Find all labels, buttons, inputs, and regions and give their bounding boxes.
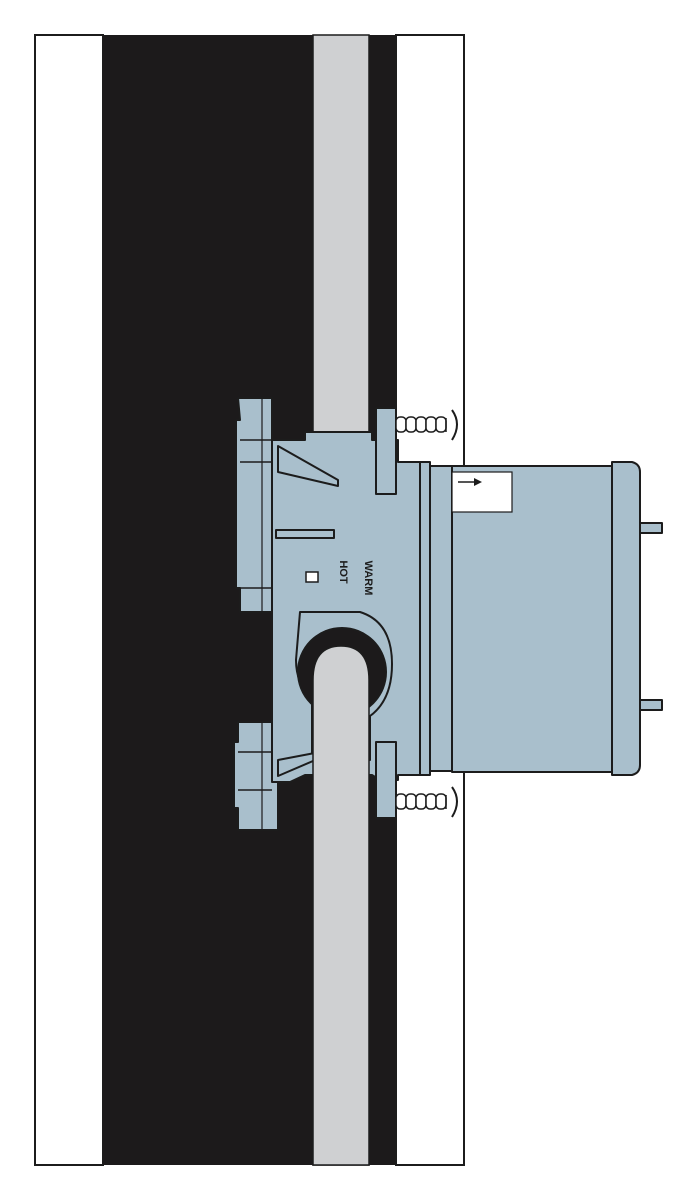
lower-screw-thread-3 — [415, 793, 427, 810]
upper-screw-thread-1 — [395, 416, 407, 433]
upper-screw-thread-5 — [435, 416, 447, 433]
upper-guide — [277, 445, 339, 487]
flow-arrow-head — [474, 478, 482, 486]
supply-pipe-upper — [312, 34, 370, 436]
upper-screw-thread-3 — [415, 416, 427, 433]
upper-screw-thread-4 — [425, 416, 437, 433]
flange-plate-2 — [429, 465, 453, 772]
upper-screw-head — [451, 409, 458, 441]
lower-clamp — [375, 741, 397, 819]
lower-screw-head — [451, 786, 458, 818]
indicator-window — [305, 571, 319, 583]
lower-screw — [395, 786, 458, 818]
upper-screw-thread-2 — [405, 416, 417, 433]
upper-clamp — [375, 407, 397, 495]
flow-direction-label — [451, 471, 513, 513]
connection-pin-lower — [639, 699, 663, 711]
lower-screw-thread-1 — [395, 793, 407, 810]
mounting-bracket-left — [235, 397, 279, 613]
adjustment-slot — [275, 529, 335, 539]
lower-screw-thread-2 — [405, 793, 417, 810]
connection-pin-upper — [639, 522, 663, 534]
lower-screw-thread-4 — [425, 793, 437, 810]
outlet-pipe — [312, 645, 370, 1166]
upper-screw — [395, 409, 458, 441]
flange-plate-1 — [419, 461, 431, 776]
warm-label: WARM — [362, 561, 374, 596]
left-wall-panel — [34, 34, 104, 1166]
lower-screw-thread-5 — [435, 793, 447, 810]
hot-label: HOT — [337, 560, 349, 584]
end-cap — [611, 461, 641, 776]
